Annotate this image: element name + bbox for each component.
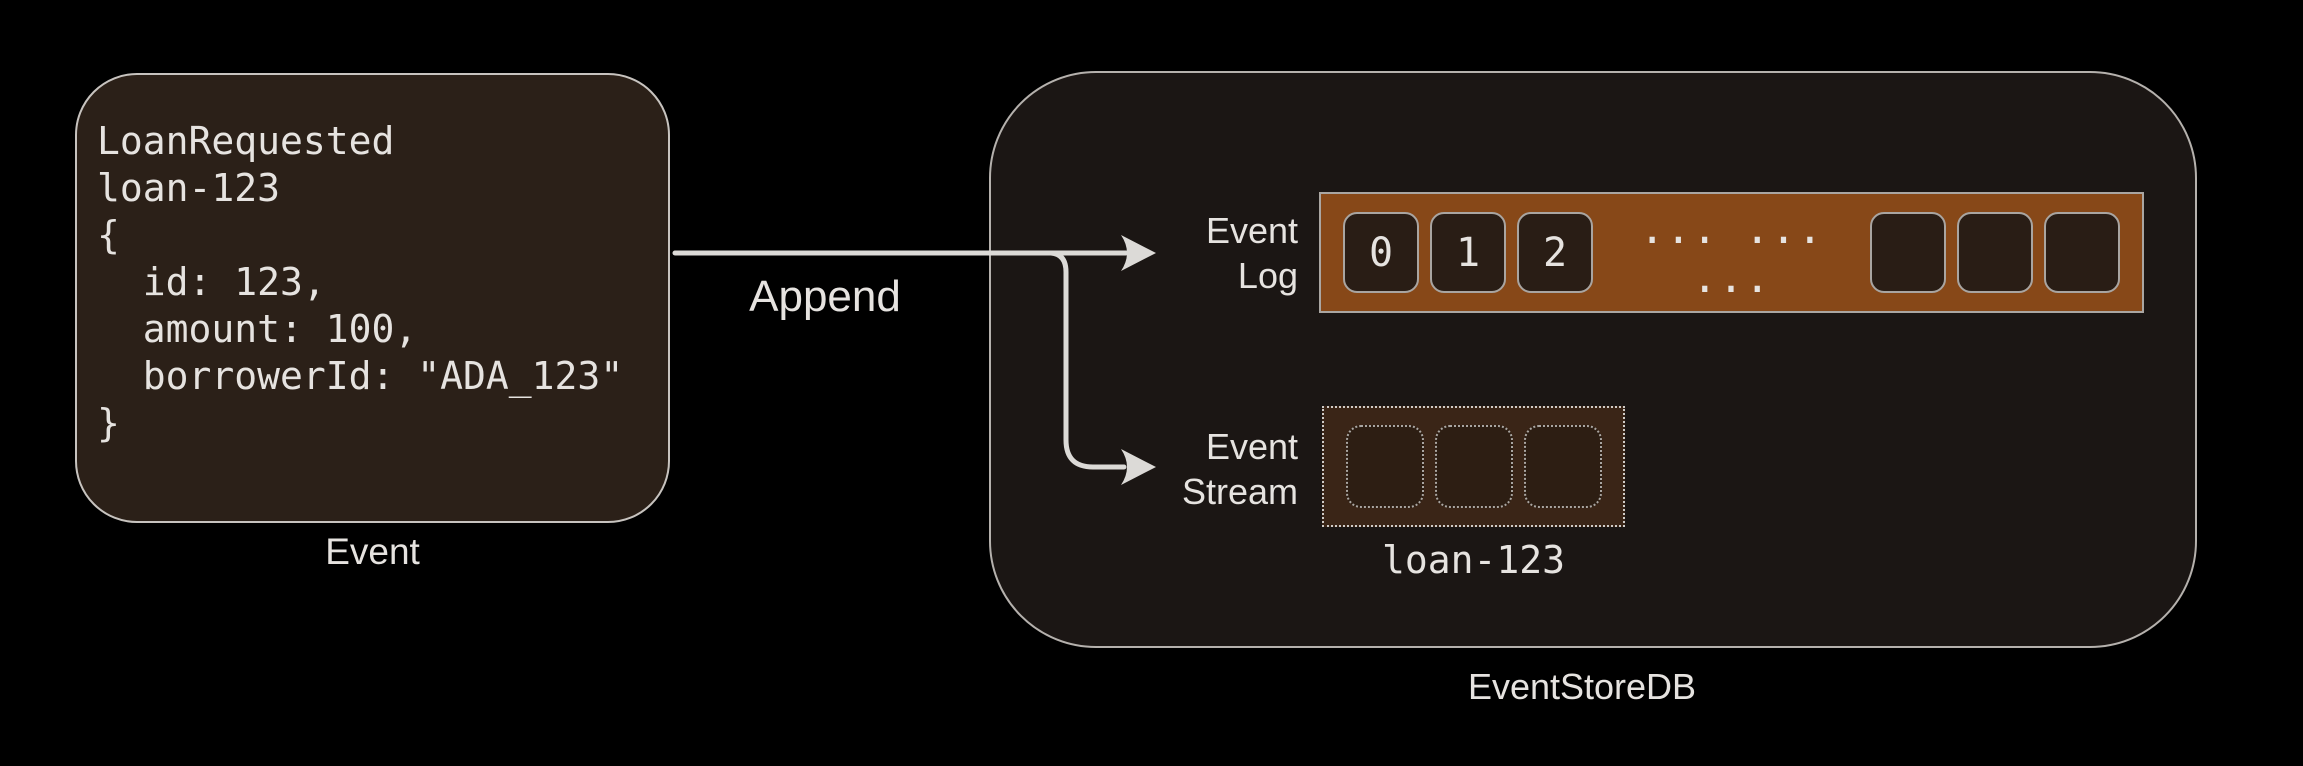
event-card: LoanRequested loan-123 { id: 123, amount… [75, 73, 670, 523]
log-cell-empty [2044, 212, 2120, 293]
event-card-caption: Event [325, 531, 420, 572]
event-stream-box [1322, 406, 1625, 527]
event-code: LoanRequested loan-123 { id: 123, amount… [97, 119, 624, 445]
eventstoredb-caption: EventStoreDB [1467, 666, 1697, 707]
event-stream-label-line1: Event [1205, 426, 1298, 467]
event-log-label-line1: Event [1205, 210, 1298, 251]
ellipsis-dots: ... ... ... [1639, 203, 1824, 302]
log-cell-empty [1870, 212, 1946, 293]
stream-cell-placeholder [1345, 425, 1424, 508]
log-cell-0: 0 [1343, 212, 1419, 293]
log-cell-2: 2 [1517, 212, 1593, 293]
event-stream-label-line2: Stream [1181, 471, 1298, 512]
event-stream-label: Event Stream [1000, 424, 1298, 514]
append-label: Append [749, 272, 901, 321]
log-cell-1: 1 [1430, 212, 1506, 293]
eventstoredb-container [989, 71, 2197, 648]
stream-cell-placeholder [1523, 425, 1602, 508]
log-cell-empty [1957, 212, 2033, 293]
event-log-label-line2: Log [1237, 255, 1298, 296]
stream-name-label: loan-123 [1381, 538, 1566, 582]
event-log-bar: 0 1 2 ... ... ... [1319, 192, 2144, 313]
stream-cell-placeholder [1434, 425, 1513, 508]
event-log-label: Event Log [1000, 208, 1298, 298]
